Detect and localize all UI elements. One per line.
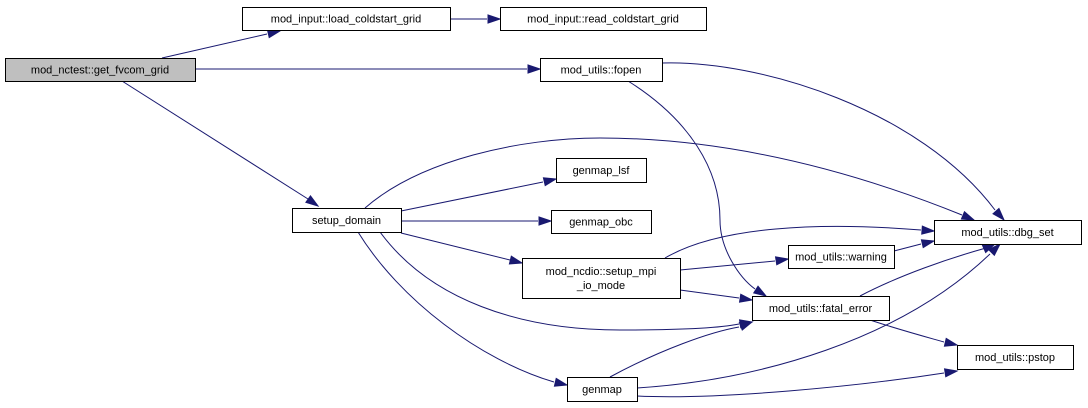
edge-fatal_error-to-pstop [869, 319, 945, 343]
arrowhead-warning [774, 256, 790, 266]
node-box [934, 220, 1082, 245]
edge-get_fvcom_grid-to-load_coldstart_grid [161, 33, 268, 59]
node-label: mod_utils::warning [795, 252, 887, 264]
edge-genmap-to-pstop [636, 372, 945, 398]
arrowhead-setup_domain [305, 194, 320, 207]
call-nodes: mod_nctest::get_fvcom_grid mod_input::loa… [5, 7, 1082, 402]
arrowhead-genmap_lsf [542, 177, 558, 187]
node-box [540, 58, 663, 82]
edge-get_fvcom_grid-to-setup_domain [121, 80, 309, 200]
arrowhead-fatal_error [752, 285, 768, 297]
function-node-warning[interactable]: mod_utils::warning [788, 245, 895, 269]
node-label: mod_input::load_coldstart_grid [271, 14, 421, 26]
edge-warning-to-dbg_set [893, 243, 922, 252]
function-node-genmap-lsf[interactable]: genmap_lsf [556, 158, 647, 183]
edge-setup_domain-to-dbg_set [364, 137, 963, 216]
edge-setup_domain-to-fatal_error [379, 231, 740, 331]
arrowhead-fopen [527, 64, 542, 74]
edge-setup_mpi_io_mode-to-dbg_set [664, 225, 922, 259]
arrowhead-dbg_set [987, 242, 1002, 257]
node-box [522, 258, 681, 299]
node-box [567, 377, 638, 402]
node-box [556, 158, 647, 183]
node-label: mod_ncdio::setup_mpi [546, 266, 657, 278]
edge-fatal_error-to-dbg_set [859, 247, 987, 297]
arrowhead-dbg_set [960, 210, 976, 221]
node-label: _io_mode [576, 280, 625, 292]
node-label: mod_utils::fatal_error [769, 303, 873, 315]
edge-genmap-to-dbg_set [636, 253, 991, 389]
function-node-read-coldstart-grid[interactable]: mod_input::read_coldstart_grid [500, 7, 707, 31]
arrowhead-dbg_set [921, 225, 936, 235]
node-box [957, 345, 1074, 370]
node-box [242, 7, 451, 31]
node-box [752, 296, 890, 321]
arrowhead-genmap [553, 377, 569, 387]
arrowhead-fatal_error [738, 293, 754, 303]
edge-fopen-to-dbg_set [661, 62, 996, 211]
node-label: genmap_obc [569, 217, 633, 229]
node-label: genmap_lsf [573, 165, 631, 177]
edge-setup_mpi_io_mode-to-warning [679, 260, 776, 271]
function-node-load-coldstart-grid[interactable]: mod_input::load_coldstart_grid [242, 7, 451, 31]
node-box [551, 210, 652, 234]
node-label: mod_nctest::get_fvcom_grid [31, 65, 169, 77]
function-node-fatal-error[interactable]: mod_utils::fatal_error [752, 296, 890, 321]
node-box [500, 7, 707, 31]
arrowhead-pstop [943, 368, 959, 378]
edge-setup_mpi_io_mode-to-fatal_error [679, 289, 740, 299]
call-edges [121, 14, 1006, 398]
function-node-setup-mpi-io-mode[interactable]: mod_ncdio::setup_mpi_io_mode [522, 258, 681, 299]
node-box [5, 58, 196, 82]
function-node-fopen[interactable]: mod_utils::fopen [540, 58, 663, 82]
arrowhead-dbg_set [992, 207, 1006, 222]
edge-setup_domain-to-genmap_lsf [400, 181, 544, 212]
arrowhead-pstop [943, 337, 959, 347]
node-label: genmap [582, 384, 622, 396]
edge-setup_domain-to-genmap [357, 231, 555, 383]
function-node-pstop[interactable]: mod_utils::pstop [957, 345, 1074, 370]
arrowhead-dbg_set [920, 239, 936, 249]
function-node-dbg-set[interactable]: mod_utils::dbg_set [934, 220, 1082, 245]
function-node-genmap[interactable]: genmap [567, 377, 638, 402]
function-node-setup-domain[interactable]: setup_domain [292, 208, 402, 233]
arrowhead-fatal_error [738, 321, 754, 331]
function-node-genmap-obc[interactable]: genmap_obc [551, 210, 652, 234]
node-box [788, 245, 895, 269]
node-label: mod_utils::pstop [975, 352, 1055, 364]
edge-setup_domain-to-setup_mpi_io_mode [400, 232, 511, 261]
node-label: mod_utils::dbg_set [961, 227, 1053, 239]
node-label: setup_domain [312, 215, 381, 227]
edge-genmap-to-fatal_error [609, 326, 740, 378]
node-label: mod_input::read_coldstart_grid [527, 14, 679, 26]
arrowhead-genmap_obc [538, 216, 553, 226]
node-box [292, 208, 402, 233]
arrowhead-setup_mpi_io_mode [508, 255, 524, 265]
function-node-get-fvcom-grid[interactable]: mod_nctest::get_fvcom_grid [5, 58, 196, 82]
node-label: mod_utils::fopen [561, 65, 642, 77]
edge-fopen-to-fatal_error [627, 80, 756, 290]
arrowhead-read_coldstart_grid [487, 14, 502, 24]
